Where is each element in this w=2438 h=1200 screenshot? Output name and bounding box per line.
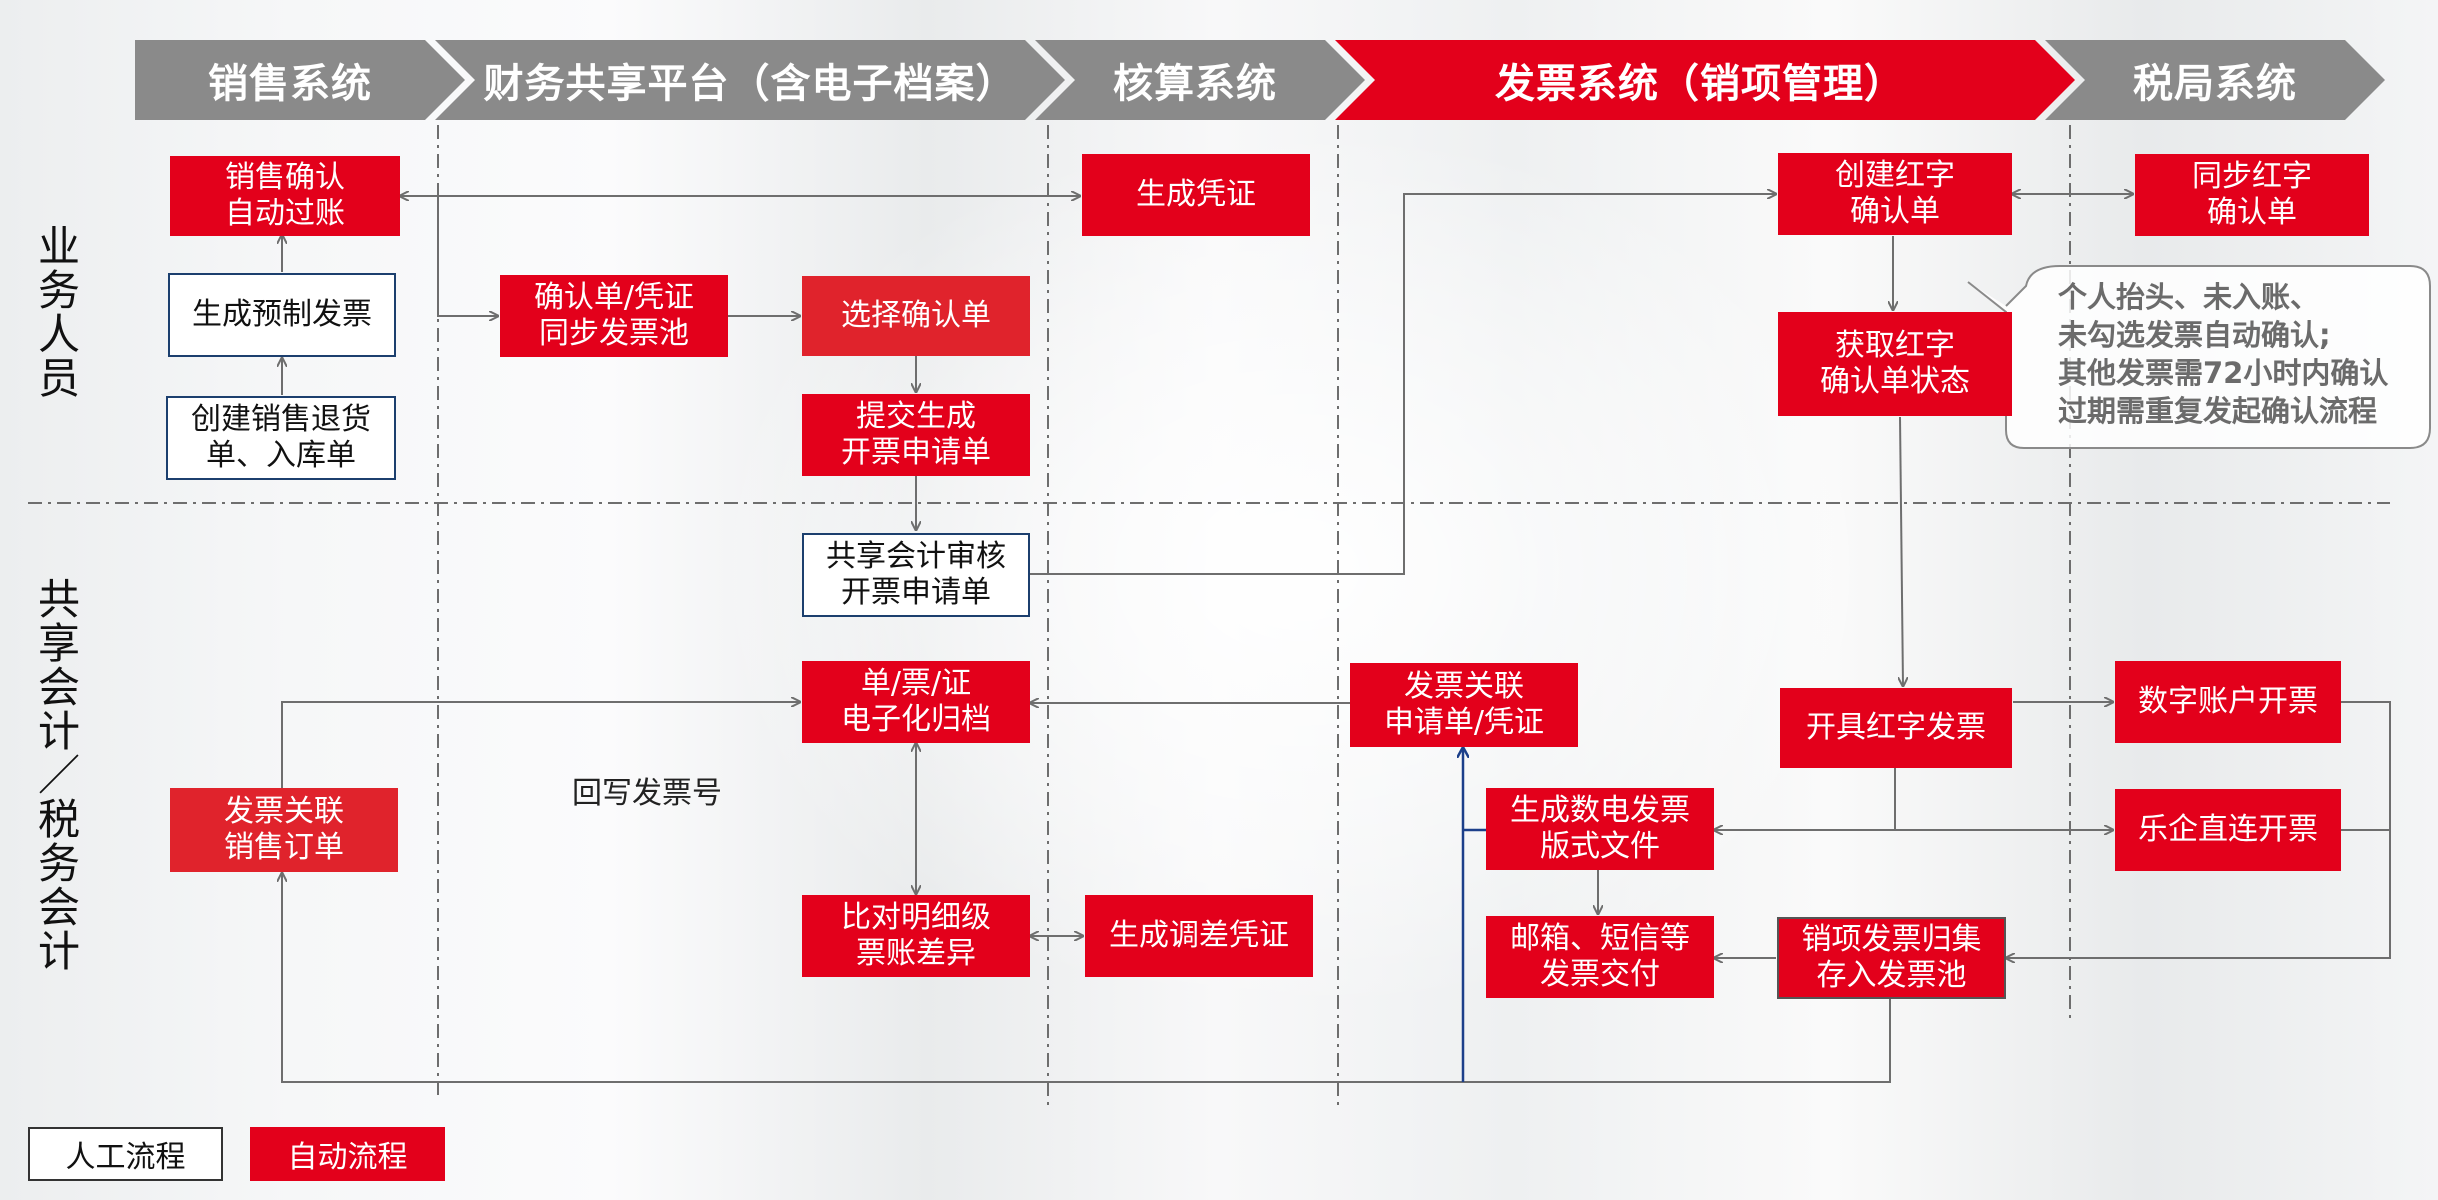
- shared-audit-box: 共享会计审核 开票申请单: [802, 533, 1030, 617]
- gen-voucher-box: 生成凭证: [1082, 154, 1310, 236]
- gen-adjust-voucher-box: 生成调差凭证: [1085, 895, 1313, 977]
- leqi-direct-box: 乐企直连开票: [2115, 789, 2341, 871]
- submit-invoice-request-box: 提交生成 开票申请单: [802, 394, 1030, 476]
- write-back-label: 回写发票号: [572, 776, 722, 811]
- confirm-sync-pool-box: 确认单/凭证 同步发票池: [500, 275, 728, 357]
- email-sms-delivery-box: 邮箱、短信等 发票交付: [1486, 916, 1714, 998]
- issue-red-invoice-box: 开具红字发票: [1780, 688, 2012, 768]
- create-red-confirm-box: 创建红字 确认单: [1778, 153, 2012, 235]
- lane-header-invoice: 发票系统（销项管理）: [1495, 61, 1905, 107]
- gen-prefab-invoice-box: 生成预制发票: [168, 273, 396, 357]
- lane-header-accounting: 核算系统: [1113, 61, 1277, 107]
- sync-red-confirm-box: 同步红字 确认单: [2135, 154, 2369, 236]
- sales-confirm-box: 销售确认 自动过账: [170, 156, 400, 236]
- legend-auto: 自动流程: [250, 1127, 445, 1181]
- chevron-tax: [2045, 40, 2385, 120]
- get-red-status-box: 获取红字 确认单状态: [1778, 312, 2012, 416]
- chevron-invoice: [1335, 40, 2075, 120]
- confirm-rule-note: 个人抬头、未入账、 未勾选发票自动确认; 其他发票需72小时内确认 过期需重复发…: [2058, 280, 2389, 428]
- lane-header-sales: 销售系统: [208, 61, 372, 107]
- lane-header-tax: 税局系统: [2133, 61, 2297, 107]
- invoice-link-request-box: 发票关联 申请单/凭证: [1350, 663, 1578, 747]
- note-bubble: [1967, 265, 2431, 449]
- archive-box: 单/票/证 电子化归档: [802, 661, 1030, 743]
- compare-diff-box: 比对明细级 票账差异: [802, 895, 1030, 977]
- lane-header-finance: 财务共享平台（含电子档案）: [483, 61, 1017, 107]
- gen-ofd-file-box: 生成数电发票 版式文件: [1486, 788, 1714, 870]
- digital-account-box: 数字账户开票: [2115, 661, 2341, 743]
- legend-manual: 人工流程: [28, 1127, 223, 1181]
- create-return-order-box: 创建销售退货 单、入库单: [166, 396, 396, 480]
- chevron-accounting: [1035, 40, 1365, 120]
- collect-pool-box: 销项发票归集 存入发票池: [1777, 917, 2006, 999]
- invoice-link-order-box: 发票关联 销售订单: [170, 788, 398, 872]
- role-accounting: 共享会计／税务会计: [37, 575, 80, 976]
- chevron-finance: [435, 40, 1065, 120]
- chevron-sales: [135, 40, 465, 120]
- role-business: 业务人员: [37, 222, 80, 403]
- select-confirm-box: 选择确认单: [802, 276, 1030, 356]
